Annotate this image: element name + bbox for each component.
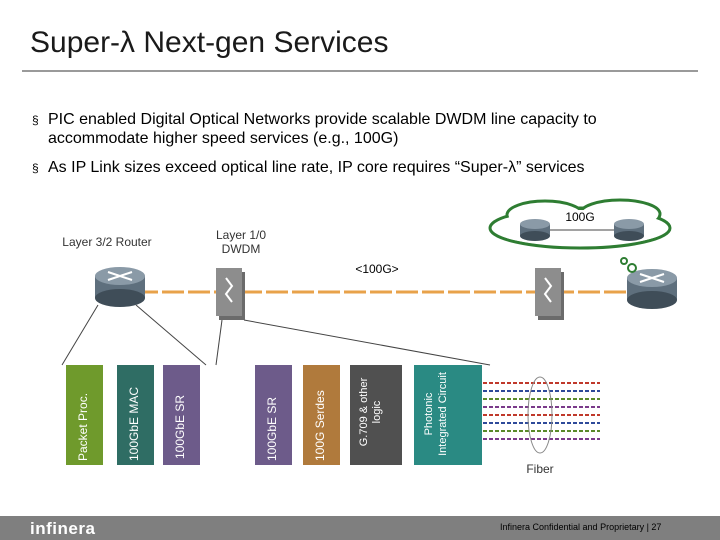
block-100gbe-sr-dwdm: 100GbE SR	[255, 365, 292, 465]
bullet-marker: §	[32, 161, 39, 175]
block-label: Photonic Integrated Circuit	[423, 372, 449, 456]
router-icon	[95, 267, 145, 307]
router-funnel-right	[135, 304, 207, 366]
footer-text: Infinera Confidential and Proprietary | …	[500, 522, 662, 532]
dwdm-funnel-right	[243, 319, 491, 366]
block-label: 100G Serdes	[313, 390, 327, 461]
dwdm-label: Layer 1/0 DWDM	[215, 228, 267, 256]
dwdm-funnel-left	[215, 319, 223, 366]
bubble-icon	[620, 257, 628, 265]
router-label: Layer 3/2 Router	[62, 235, 152, 249]
cloud-router-icon	[614, 219, 644, 241]
block-pic: Photonic Integrated Circuit	[414, 365, 482, 465]
bullet-1-text: PIC enabled Digital Optical Networks pro…	[48, 111, 597, 147]
cloud-label: 100G	[565, 210, 595, 224]
fiber-label: Fiber	[526, 462, 554, 476]
slide-title: Super-λ Next-gen Services	[30, 26, 389, 59]
block-100gbe-sr-router: 100GbE SR	[163, 365, 200, 465]
bullet-2: § As IP Link sizes exceed optical line r…	[32, 158, 692, 198]
fiber-bundle	[483, 382, 600, 440]
block-label: 100GbE SR	[173, 394, 187, 459]
router-funnel-left	[61, 304, 99, 366]
title-divider	[22, 70, 698, 72]
block-label: 100GbE MAC	[127, 386, 141, 461]
block-label: G.709 & other logic	[358, 377, 383, 447]
infinera-logo: infinera	[30, 519, 96, 538]
bullet-2-text: As IP Link sizes exceed optical line rat…	[48, 159, 585, 176]
block-100g-serdes: 100G Serdes	[303, 365, 340, 465]
link-label: <100G>	[355, 262, 399, 276]
footer-bar	[0, 516, 720, 540]
block-label: 100GbE SR	[265, 396, 279, 461]
block-g709-logic: G.709 & other logic	[350, 365, 402, 465]
block-label: Packet Proc.	[76, 392, 90, 461]
dwdm-node-icon	[216, 268, 245, 320]
bullet-marker: §	[32, 113, 39, 127]
block-packet-proc: Packet Proc.	[66, 365, 103, 465]
dwdm-node-icon	[535, 268, 564, 320]
block-100gbe-mac: 100GbE MAC	[117, 365, 154, 465]
cloud-router-icon	[520, 219, 550, 241]
fiber-bundle-ring	[527, 376, 553, 454]
bubble-icon	[627, 263, 637, 273]
router-icon	[627, 269, 677, 309]
bullet-1: § PIC enabled Digital Optical Networks p…	[32, 110, 692, 150]
